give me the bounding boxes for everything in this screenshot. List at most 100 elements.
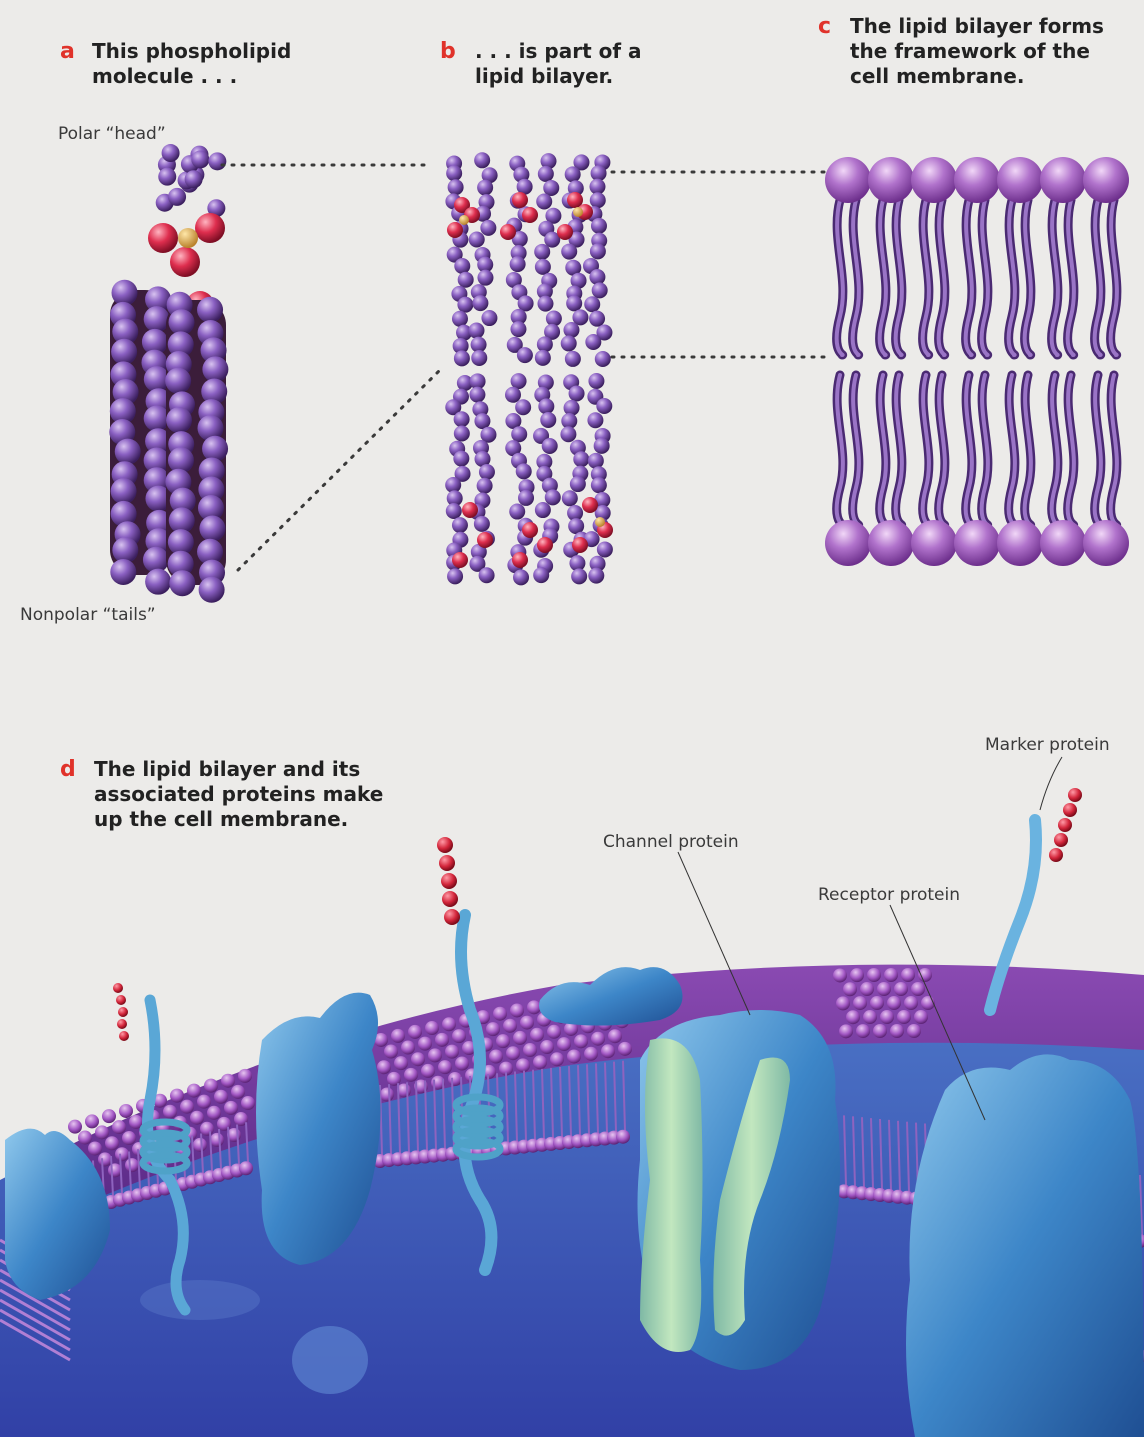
polar-atom bbox=[500, 224, 516, 240]
lipid-atom bbox=[505, 387, 521, 403]
space-filling-bilayer bbox=[445, 152, 613, 585]
panel-a-letter: a bbox=[60, 39, 75, 64]
phosphorus-atom bbox=[573, 207, 583, 217]
lipid-atom bbox=[591, 218, 607, 234]
tail-atom bbox=[202, 356, 228, 382]
lipid-atom bbox=[565, 166, 581, 182]
membrane-lipid-head bbox=[455, 1056, 469, 1070]
tail-atom bbox=[115, 439, 141, 465]
membrane-lipid-head bbox=[170, 1089, 184, 1103]
carbohydrate-bead bbox=[1058, 818, 1072, 832]
lipid-atom bbox=[536, 194, 552, 210]
membrane-lipid-head bbox=[894, 982, 908, 996]
membrane-lipid-head bbox=[516, 1058, 530, 1072]
membrane-lipid-head bbox=[884, 968, 898, 982]
membrane-lipid-head bbox=[510, 1003, 524, 1017]
lipid-atom bbox=[538, 166, 554, 182]
membrane-lipid-head bbox=[520, 1016, 534, 1030]
lipid-atom bbox=[561, 335, 577, 351]
lipid-atom bbox=[542, 438, 558, 454]
carbohydrate-bead bbox=[1063, 803, 1077, 817]
membrane-lipid-head bbox=[214, 1090, 228, 1104]
membrane-lipid-head bbox=[911, 982, 925, 996]
schematic-bilayer bbox=[825, 157, 1129, 566]
tail-atom bbox=[169, 570, 195, 596]
polar-atom bbox=[537, 537, 553, 553]
panel-b-lipid-bilayer: b . . . is part of a lipid bilayer. bbox=[440, 39, 642, 585]
lipid-head-top bbox=[911, 157, 957, 203]
lipid-atom bbox=[534, 244, 550, 260]
membrane-lipid-head bbox=[221, 1074, 235, 1088]
lipid-atom bbox=[469, 231, 485, 247]
membrane-lipid-head bbox=[574, 1034, 588, 1048]
lipid-head-top bbox=[954, 157, 1000, 203]
membrane-lipid-head bbox=[197, 1095, 211, 1109]
panel-a-phospholipid: a This phospholipid molecule . . . Polar… bbox=[20, 39, 291, 625]
membrane-lipid-head bbox=[567, 1049, 581, 1063]
membrane-lipid-head bbox=[404, 1068, 418, 1082]
tail-atom bbox=[166, 407, 192, 433]
lipid-head-top bbox=[825, 157, 871, 203]
lipid-atom bbox=[458, 272, 474, 288]
membrane-cut-head bbox=[616, 1130, 630, 1144]
receptor-protein bbox=[906, 1054, 1144, 1437]
membrane-lipid-head bbox=[428, 1048, 442, 1062]
channel-protein-label: Channel protein bbox=[603, 832, 739, 852]
lipid-atom bbox=[448, 179, 464, 195]
lipid-atom bbox=[454, 258, 470, 274]
membrane-lipid-head bbox=[527, 1000, 541, 1014]
channel-protein-subunit-left bbox=[640, 1038, 703, 1352]
lipid-head-bottom bbox=[868, 520, 914, 566]
tail-atom bbox=[144, 405, 170, 431]
membrane-lipid-head bbox=[901, 968, 915, 982]
carbohydrate-bead bbox=[119, 1031, 129, 1041]
membrane-lipid-head bbox=[846, 1010, 860, 1024]
membrane-lipid-head bbox=[380, 1087, 394, 1101]
head-atom bbox=[162, 144, 180, 162]
lipid-atom bbox=[517, 347, 533, 363]
lipid-atom bbox=[562, 490, 578, 506]
marker-protein-label: Marker protein bbox=[985, 735, 1110, 755]
carbohydrate-bead bbox=[113, 983, 123, 993]
membrane-lipid-head bbox=[112, 1120, 126, 1134]
panel-a-caption: a This phospholipid molecule . . . bbox=[60, 39, 291, 88]
membrane-lipid-head bbox=[839, 1024, 853, 1038]
membrane-lipid-head bbox=[914, 1010, 928, 1024]
lipid-atom bbox=[535, 502, 551, 518]
tail-atom bbox=[112, 280, 138, 306]
panel-b-caption: b . . . is part of a lipid bilayer. bbox=[440, 39, 642, 88]
membrane-lipid-head bbox=[421, 1064, 435, 1078]
lipid-atom bbox=[589, 311, 605, 327]
lipid-atom bbox=[592, 282, 608, 298]
lipid-atom bbox=[518, 490, 534, 506]
polar-atom bbox=[462, 502, 478, 518]
cytoplasm-shading bbox=[140, 1280, 260, 1320]
membrane-lipid-head bbox=[486, 1022, 500, 1036]
lipid-atom bbox=[474, 152, 490, 168]
lipid-atom bbox=[446, 165, 462, 181]
connector-a-tail-to-b bbox=[238, 370, 440, 570]
carbohydrate-bead bbox=[439, 855, 455, 871]
panel-d-caption: d The lipid bilayer and its associated p… bbox=[60, 757, 383, 831]
carbohydrate-bead bbox=[442, 891, 458, 907]
membrane-lipid-head bbox=[523, 1043, 537, 1057]
lipid-atom bbox=[590, 243, 606, 259]
lipid-atom bbox=[537, 296, 553, 312]
membrane-lipid-head bbox=[125, 1158, 139, 1172]
membrane-lipid-head bbox=[442, 1017, 456, 1031]
lipid-head-bottom bbox=[825, 520, 871, 566]
lipid-head-bottom bbox=[954, 520, 1000, 566]
peripheral-protein-top bbox=[539, 967, 683, 1025]
polar-atom bbox=[582, 497, 598, 513]
membrane-lipid-head bbox=[863, 1010, 877, 1024]
membrane-lipid-head bbox=[122, 1131, 136, 1145]
lipid-atom bbox=[571, 568, 587, 584]
membrane-lipid-head bbox=[904, 996, 918, 1010]
lipid-atom bbox=[589, 179, 605, 195]
membrane-lipid-head bbox=[85, 1114, 99, 1128]
lipid-atom bbox=[472, 295, 488, 311]
membrane-lipid-head bbox=[873, 1024, 887, 1038]
membrane-lipid-head bbox=[418, 1037, 432, 1051]
lipid-atom bbox=[588, 568, 604, 584]
lipid-atom bbox=[477, 478, 493, 494]
